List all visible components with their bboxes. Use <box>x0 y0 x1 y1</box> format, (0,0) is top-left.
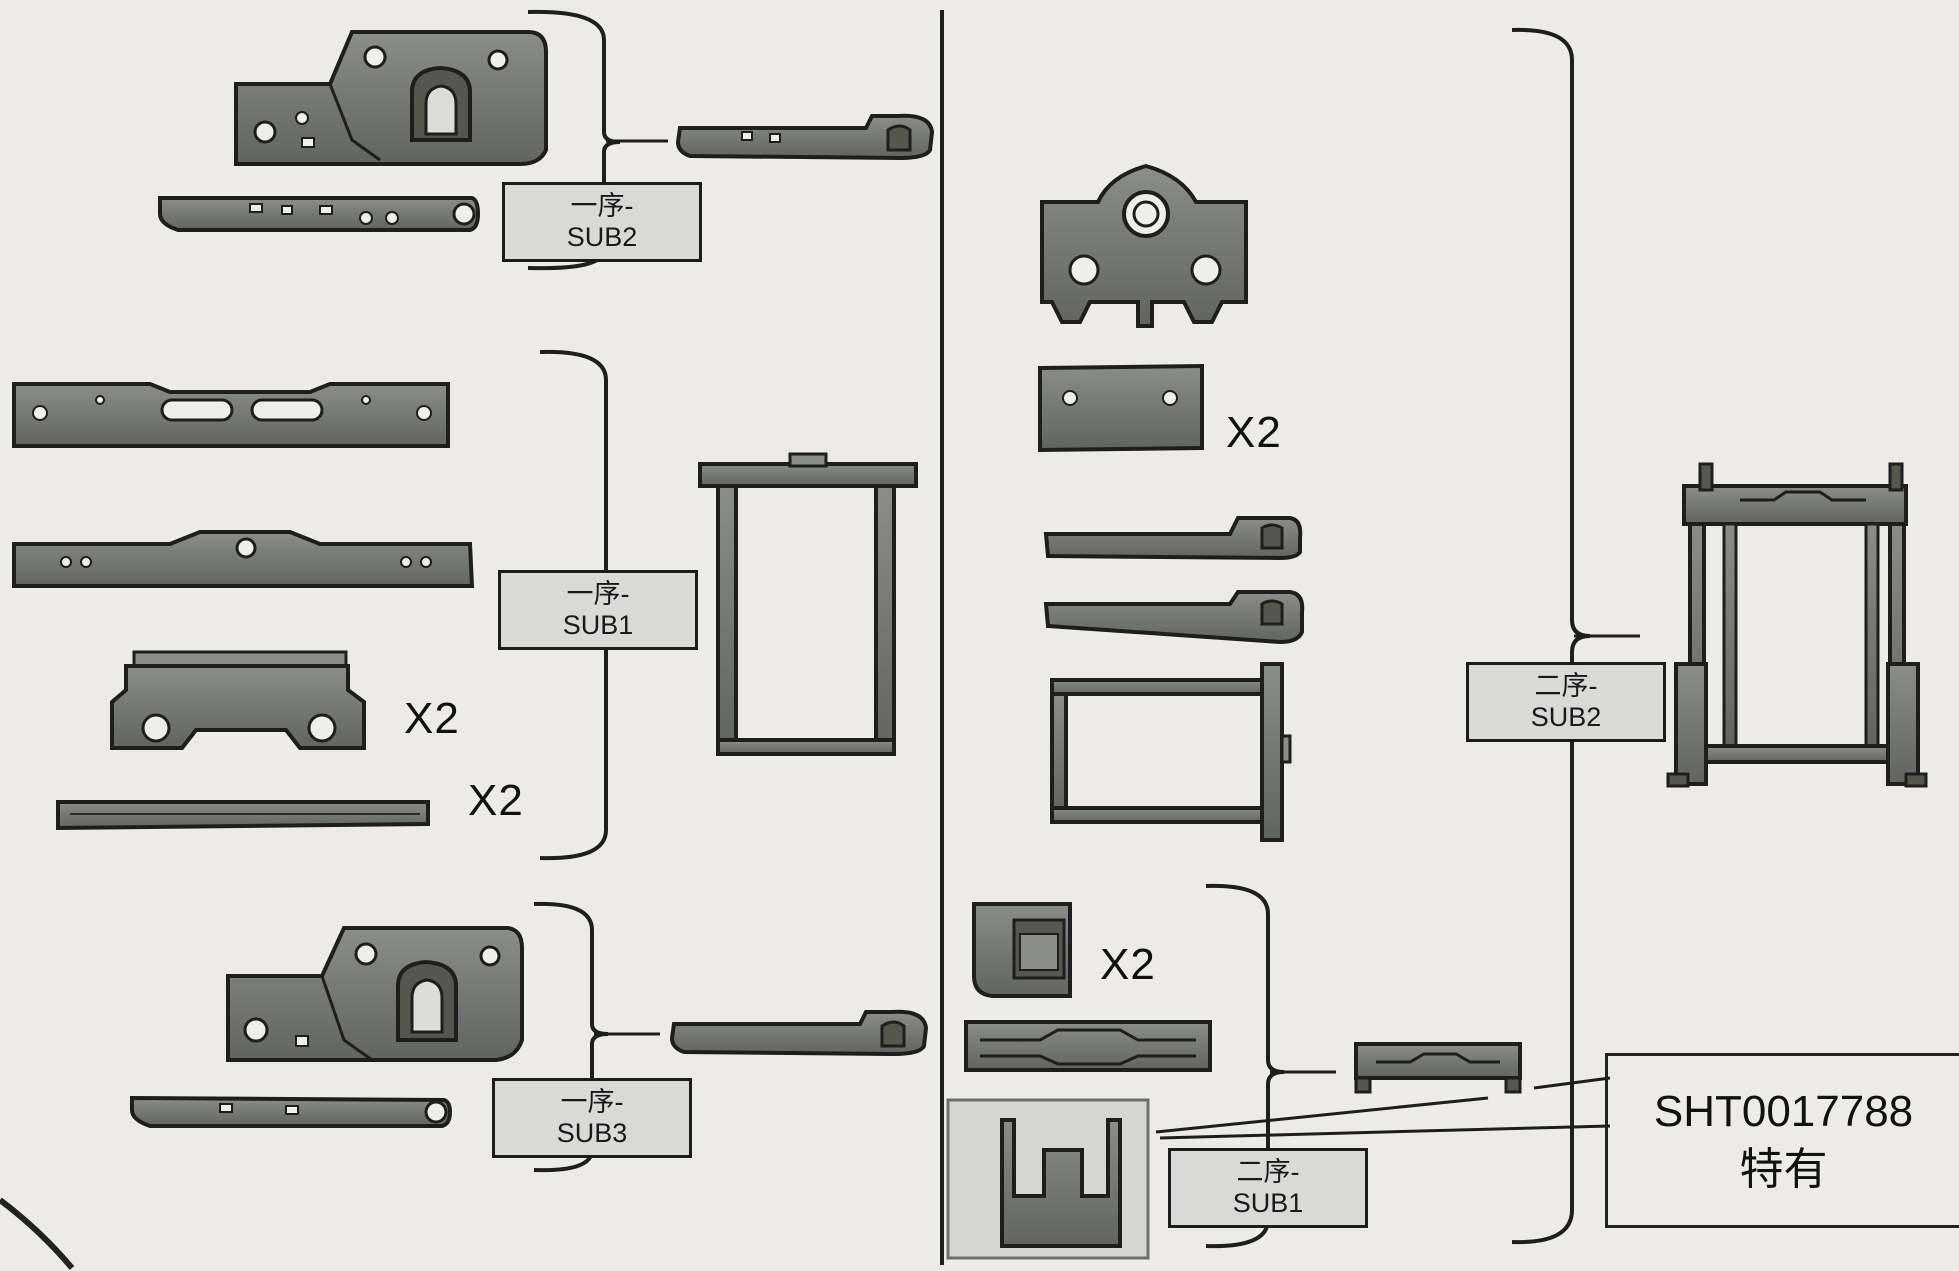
part-u-bracket-highlight <box>946 1098 1150 1260</box>
stage-label-line1: 一序- <box>560 1087 624 1117</box>
result-sub1-frame <box>698 452 918 756</box>
note-part-number: SHT0017788 <box>1653 1086 1914 1136</box>
part-rail-a <box>1043 516 1303 561</box>
stage-label-left-sub3: 一序- SUB3 <box>492 1078 692 1158</box>
part-hinge-block <box>972 902 1072 998</box>
qty-hinge-block: X2 <box>1100 940 1156 989</box>
qty-thin-bar: X2 <box>468 776 524 825</box>
leader-line-upper <box>1533 1076 1611 1090</box>
leader-line-lower <box>1155 1096 1489 1134</box>
stage-label-line2: SUB3 <box>556 1118 628 1148</box>
leader-line-u <box>1159 1124 1611 1140</box>
part-long-rail-lower <box>130 1095 453 1128</box>
note-text: 特有 <box>1739 1144 1828 1194</box>
stage-label-line2: SUB1 <box>1232 1188 1304 1218</box>
stage-label-line1: 二序- <box>1236 1157 1300 1187</box>
part-side-plate-lower <box>226 926 524 1062</box>
part-side-plate-upper <box>234 30 548 166</box>
result-sub1-right <box>1354 1042 1522 1094</box>
stage-label-right-sub2: 二序- SUB2 <box>1466 662 1666 742</box>
stage-label-left-sub1: 一序- SUB1 <box>498 570 698 650</box>
stage-label-line1: 一序- <box>566 579 630 609</box>
stage-label-line2: SUB2 <box>1530 702 1602 732</box>
part-long-rail-upper <box>158 196 481 232</box>
part-small-plate <box>1038 363 1204 453</box>
part-crossbar-long <box>12 530 475 588</box>
stage-label-left-sub2: 一序- SUB2 <box>502 182 702 262</box>
stage-label-line1: 二序- <box>1534 671 1598 701</box>
stage-label-line2: SUB1 <box>562 610 634 640</box>
part-thin-bar <box>56 800 430 831</box>
special-part-note: SHT0017788 特有 <box>1605 1053 1959 1228</box>
result-sub3-left <box>669 1009 929 1057</box>
part-side-frame <box>1050 662 1292 842</box>
result-sub2-frame <box>1666 462 1928 788</box>
result-sub2-left <box>675 113 935 161</box>
qty-bracket-plate: X2 <box>404 694 460 743</box>
qty-small-plate: X2 <box>1226 408 1282 457</box>
stage-label-line2: SUB2 <box>566 222 638 252</box>
part-crossbar-slots <box>12 382 450 448</box>
part-bracket-plate <box>110 650 366 750</box>
part-cross-member <box>964 1020 1212 1072</box>
corner-wire <box>0 1197 75 1270</box>
part-rail-b <box>1043 590 1305 645</box>
part-center-plate <box>1040 163 1248 328</box>
stage-label-right-sub1: 二序- SUB1 <box>1168 1148 1368 1228</box>
stage-label-line1: 一序- <box>570 191 634 221</box>
